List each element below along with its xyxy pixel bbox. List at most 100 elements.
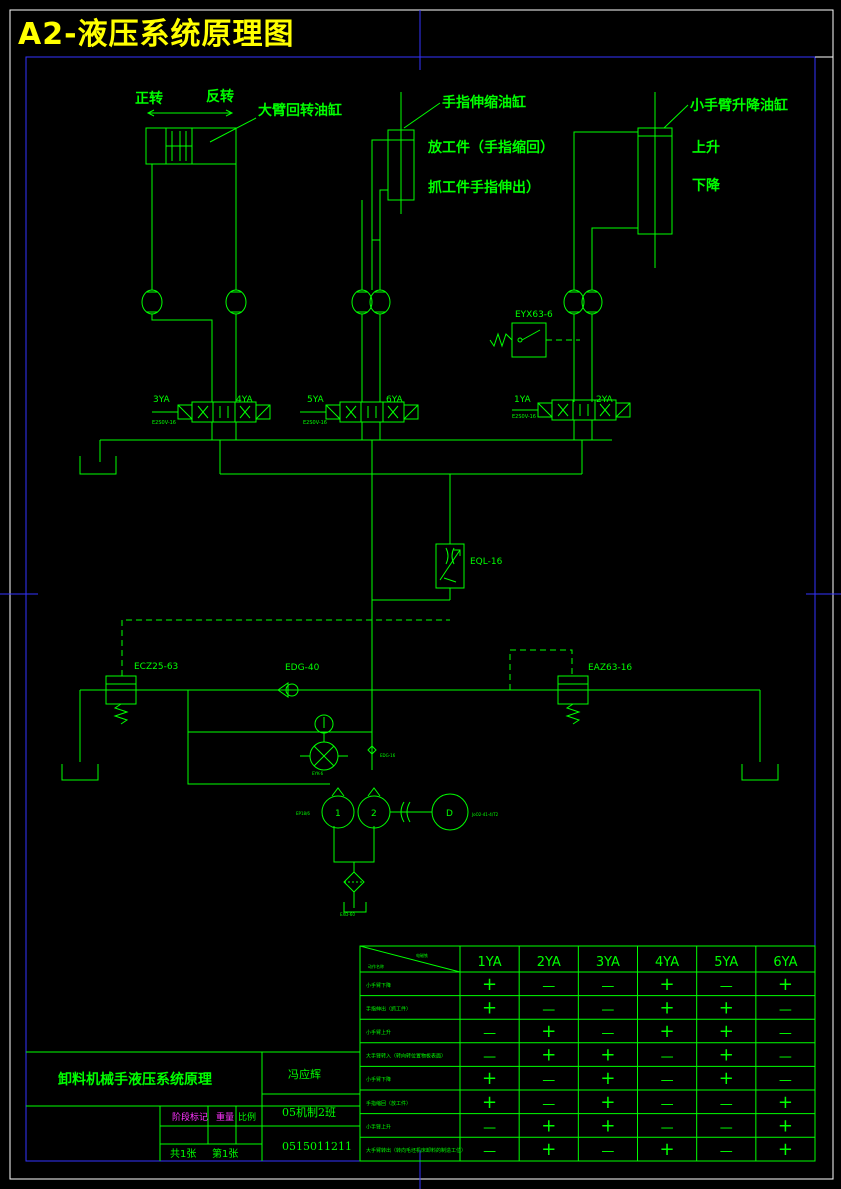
col-weight: 重量 — [216, 1111, 234, 1123]
table-cell-state: — — [483, 1026, 496, 1041]
label-finger-retract: 放工件（手指缩回） — [427, 139, 554, 156]
class-name: 05机制2班 — [282, 1105, 336, 1119]
label-relief-right: EAZ63-16 — [588, 663, 632, 673]
label-pump2: 2 — [371, 809, 377, 819]
label-finger-extend: 抓工件手指伸出） — [428, 179, 540, 196]
label-filter: EXD-60 — [340, 912, 355, 917]
table-cell-state: — — [601, 1144, 614, 1159]
label-pump1: 1 — [335, 809, 341, 819]
label-stop-valve: EYX63-6 — [515, 310, 553, 320]
relief-valve-left: ECZ25-63 — [105, 619, 450, 725]
table-cell-state: + — [541, 1045, 556, 1066]
table-cell-state: + — [600, 1092, 615, 1113]
label-3ya: 3YA — [153, 395, 171, 405]
label-reverse: 反转 — [206, 88, 234, 105]
table-cell-state: + — [482, 1092, 497, 1113]
label-gauge: EYK-6 — [312, 771, 324, 776]
pressure-gauge: EYK-6 — [300, 714, 348, 776]
table-header-3ya: 3YA — [596, 955, 620, 970]
table-cell-state: + — [778, 1092, 793, 1113]
table-cell-state: — — [779, 1073, 792, 1088]
table-cell-state: — — [779, 1050, 792, 1065]
label-lift-up: 上升 — [692, 139, 720, 156]
big-arm-cylinder: 正转 反转 大臂回转油缸 — [135, 88, 342, 402]
label-1ya: 1YA — [514, 395, 532, 405]
label-valve-left-model: E2S0V-16 — [152, 420, 176, 426]
filter: EXD-60 — [340, 871, 365, 917]
label-finger-cylinder: 手指伸缩油缸 — [442, 94, 526, 111]
table-cell-state: — — [661, 1050, 674, 1065]
table-cell-state: — — [779, 1026, 792, 1041]
label-4ya: 4YA — [236, 395, 254, 405]
table-cell-state: — — [483, 1050, 496, 1065]
label-pump-model: EP18/6 — [296, 811, 310, 816]
table-cell-state: — — [720, 979, 733, 994]
table-header-2ya: 2YA — [537, 955, 561, 970]
table-cell-state: + — [778, 974, 793, 995]
label-motor-model: JoO2-41-4/T2 — [471, 812, 499, 817]
small-arm-cylinder: 小手臂升降油缸 上升 下降 — [563, 92, 788, 402]
table-row-name: 小手臂上升 — [366, 1123, 391, 1130]
table-cell-state: — — [601, 979, 614, 994]
table-cell-state: + — [719, 1045, 734, 1066]
table-cell-state: — — [483, 1144, 496, 1159]
table-cell-state: — — [601, 1002, 614, 1017]
table-row-name: 手指缩回（放工件） — [366, 1100, 411, 1107]
table-row-name: 小手臂下降 — [366, 1076, 391, 1083]
col-stage-mark: 阶段标记 — [172, 1111, 208, 1123]
table-row-name: 小手臂下降 — [366, 982, 391, 989]
stop-valve: EYX63-6 — [489, 310, 580, 358]
finger-cylinder: 手指伸缩油缸 放工件（手指缩回） 抓工件手指伸出） — [351, 92, 554, 402]
sheet-title: A2-液压系统原理图 — [18, 17, 295, 52]
table-cell-state: + — [719, 997, 734, 1018]
col-scale: 比例 — [238, 1111, 256, 1123]
table-cell-state: — — [661, 1073, 674, 1088]
valve-mid: 5YA 6YA E2S0V-16 — [300, 395, 419, 440]
table-cell-state: — — [601, 1026, 614, 1041]
sheet-number: 第1张 — [212, 1147, 238, 1160]
table-row-name: 小手臂上升 — [366, 1029, 391, 1036]
table-cell-state: — — [542, 1073, 555, 1088]
pump-assembly: EP18/6 1 2 D JoO2-41-4/T2 — [296, 787, 499, 831]
label-valve-right-model: E2S0V-16 — [512, 414, 536, 420]
student-id: 0515011211 — [282, 1140, 352, 1153]
label-check: EDG-40 — [285, 663, 320, 673]
table-cell-state: + — [482, 997, 497, 1018]
table-cell-state: — — [720, 1120, 733, 1135]
table-row-name: 大手臂转出（转向毛坯机床卸料的制造工位） — [366, 1147, 466, 1154]
table-header-5ya: 5YA — [714, 955, 738, 970]
table-cell-state: — — [542, 1097, 555, 1112]
table-cell-state: — — [720, 1144, 733, 1159]
table-cell-state: — — [542, 979, 555, 994]
table-cell-state: + — [600, 1045, 615, 1066]
table-row-name: 大手臂转入（转向转位置物板表面） — [366, 1053, 446, 1060]
table-cell-state: — — [661, 1097, 674, 1112]
label-check-small: EDG-16 — [380, 753, 396, 758]
table-cell-state: + — [660, 1021, 675, 1042]
table-cell-state: + — [600, 1115, 615, 1136]
valve-right: 1YA 2YA E2S0V-16 — [512, 395, 631, 440]
table-cell-state: + — [541, 1021, 556, 1042]
table-cell-state: + — [660, 974, 675, 995]
table-cell-state: + — [719, 1021, 734, 1042]
table-cell-state: + — [660, 997, 675, 1018]
label-valve-mid-model: E2S0V-16 — [303, 420, 327, 426]
table-corner-bottom: 动作名称 — [368, 963, 384, 969]
check-valve-small: EDG-16 — [367, 745, 396, 758]
label-motor: D — [446, 809, 453, 819]
total-sheets: 共1张 — [170, 1148, 196, 1160]
table-cell-state: + — [541, 1115, 556, 1136]
table-cell-state: + — [541, 1139, 556, 1160]
table-cell-state: — — [779, 1002, 792, 1017]
throttle-valve: EQL-16 — [435, 543, 503, 589]
table-header-6ya: 6YA — [773, 955, 797, 970]
relief-valve-right: EAZ63-16 — [509, 649, 632, 725]
table-cell-state: + — [778, 1115, 793, 1136]
table-cell-state: — — [720, 1097, 733, 1112]
designer-name: 冯应辉 — [288, 1067, 321, 1081]
label-lift-down: 下降 — [692, 177, 721, 194]
table-header-4ya: 4YA — [655, 955, 679, 970]
piping — [61, 439, 779, 913]
table-cell-state: — — [483, 1120, 496, 1135]
